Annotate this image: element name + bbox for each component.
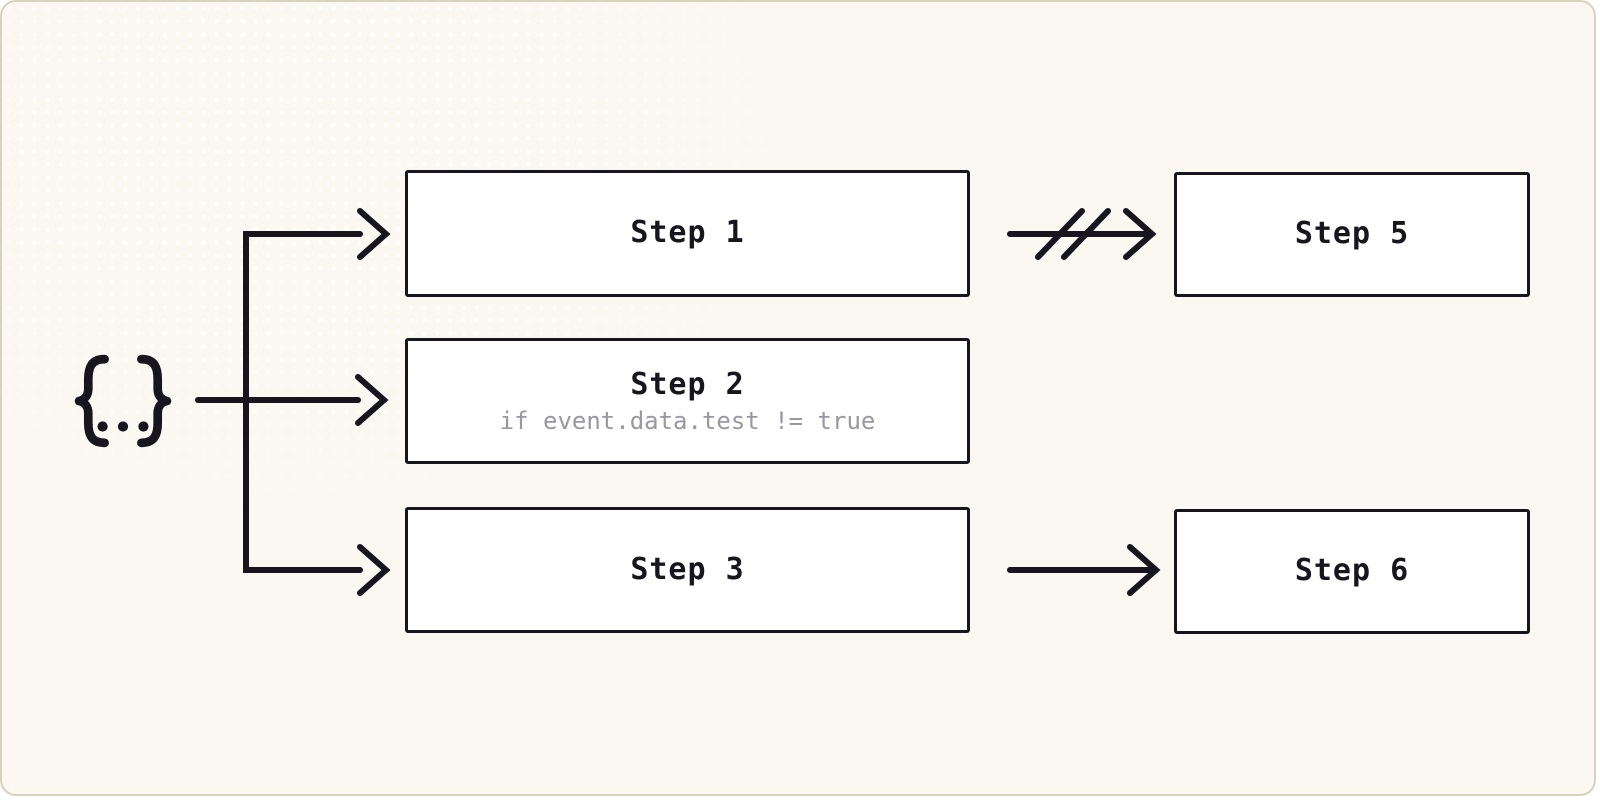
edge-step3-step6 <box>1007 544 1161 596</box>
step-title: Step 3 <box>630 551 745 587</box>
node-step-1: Step 1 <box>405 170 970 297</box>
node-step-6: Step 6 <box>1174 509 1530 634</box>
right-brace <box>137 354 172 448</box>
arrowhead-icon <box>1123 208 1157 260</box>
ellipsis-dot <box>117 421 129 432</box>
ellipsis-dot <box>138 421 149 432</box>
step-title: Step 6 <box>1294 553 1410 589</box>
arrowhead-icon <box>357 208 391 260</box>
edge-step1-step5-cancelled <box>1007 208 1157 260</box>
arrowhead-icon <box>1127 544 1161 596</box>
ellipsis-dot <box>97 421 108 432</box>
node-step-2: Step 2 if event.data.test != true <box>405 338 970 464</box>
step-title: Step 1 <box>630 215 745 251</box>
step-title: Step 2 <box>630 367 745 403</box>
arrowhead-icon <box>357 544 391 596</box>
cancel-slash-icon <box>1061 208 1111 260</box>
step-condition: if event.data.test != true <box>499 406 876 435</box>
node-step-3: Step 3 <box>405 507 970 633</box>
left-brace <box>74 354 109 448</box>
arrowhead-icon <box>355 374 389 426</box>
edge-source-branches <box>195 208 391 596</box>
step-title: Step 5 <box>1294 216 1410 252</box>
node-step-5: Step 5 <box>1174 172 1530 297</box>
cancel-slash-icon <box>1035 208 1085 260</box>
curly-braces-ellipsis-icon <box>74 354 172 448</box>
